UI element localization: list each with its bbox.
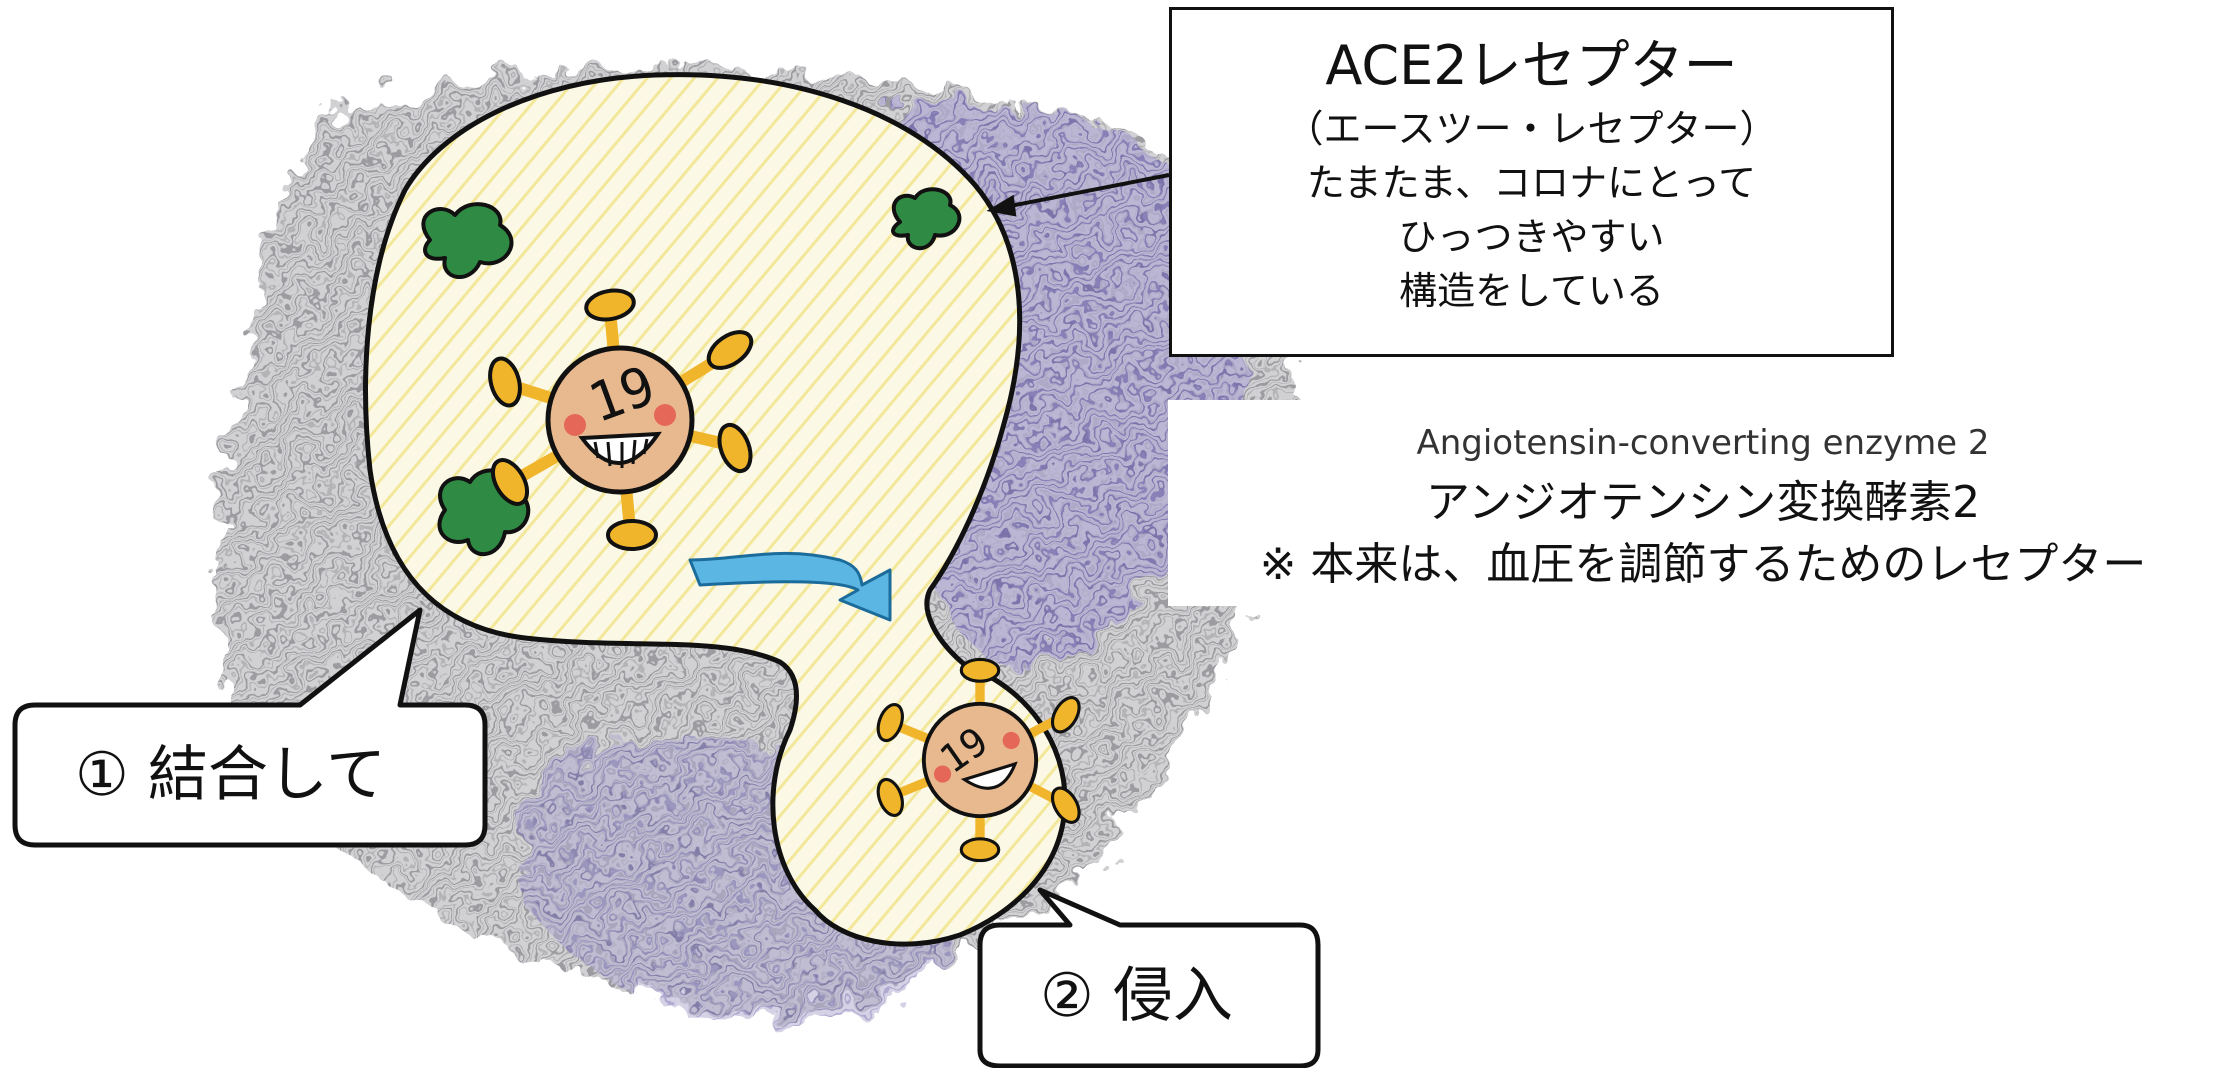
pointer-arrow: [986, 173, 1170, 217]
arrow-icon: [688, 551, 892, 622]
ace2-label-box: ACE2レセプター （エースツー・レセプター） たまたま、コロナにとって ひっつ…: [1169, 7, 1894, 357]
step-2-label: ② 侵入: [1040, 961, 1233, 1031]
ace2-desc-line-3: 構造をしている: [1399, 269, 1664, 313]
virus-icon: 19: [488, 288, 754, 551]
callout-bubble-2: [977, 887, 1321, 1068]
step-1-label: ① 結合して: [75, 740, 387, 810]
ace2-desc-line-1: たまたま、コロナにとって: [1306, 161, 1757, 205]
ace2-desc-line-2: ひっつきやすい: [1398, 215, 1665, 259]
enzyme-english-name: Angiotensin-converting enzyme 2: [1416, 423, 1990, 463]
enzyme-function-note: ※ 本来は、血圧を調節するためのレセプター: [1259, 539, 2147, 590]
enzyme-japanese-name: アンジオテンシン変換酵素2: [1425, 477, 1981, 528]
callout-bubble-1: [12, 607, 488, 848]
virus-icon: 19: [876, 657, 1081, 863]
ace2-reading: （エースツー・レセプター）: [1285, 107, 1778, 151]
enzyme-note: Angiotensin-converting enzyme 2 アンジオテンシン…: [1168, 400, 2238, 606]
ace2-title: ACE2レセプター: [1325, 34, 1738, 97]
